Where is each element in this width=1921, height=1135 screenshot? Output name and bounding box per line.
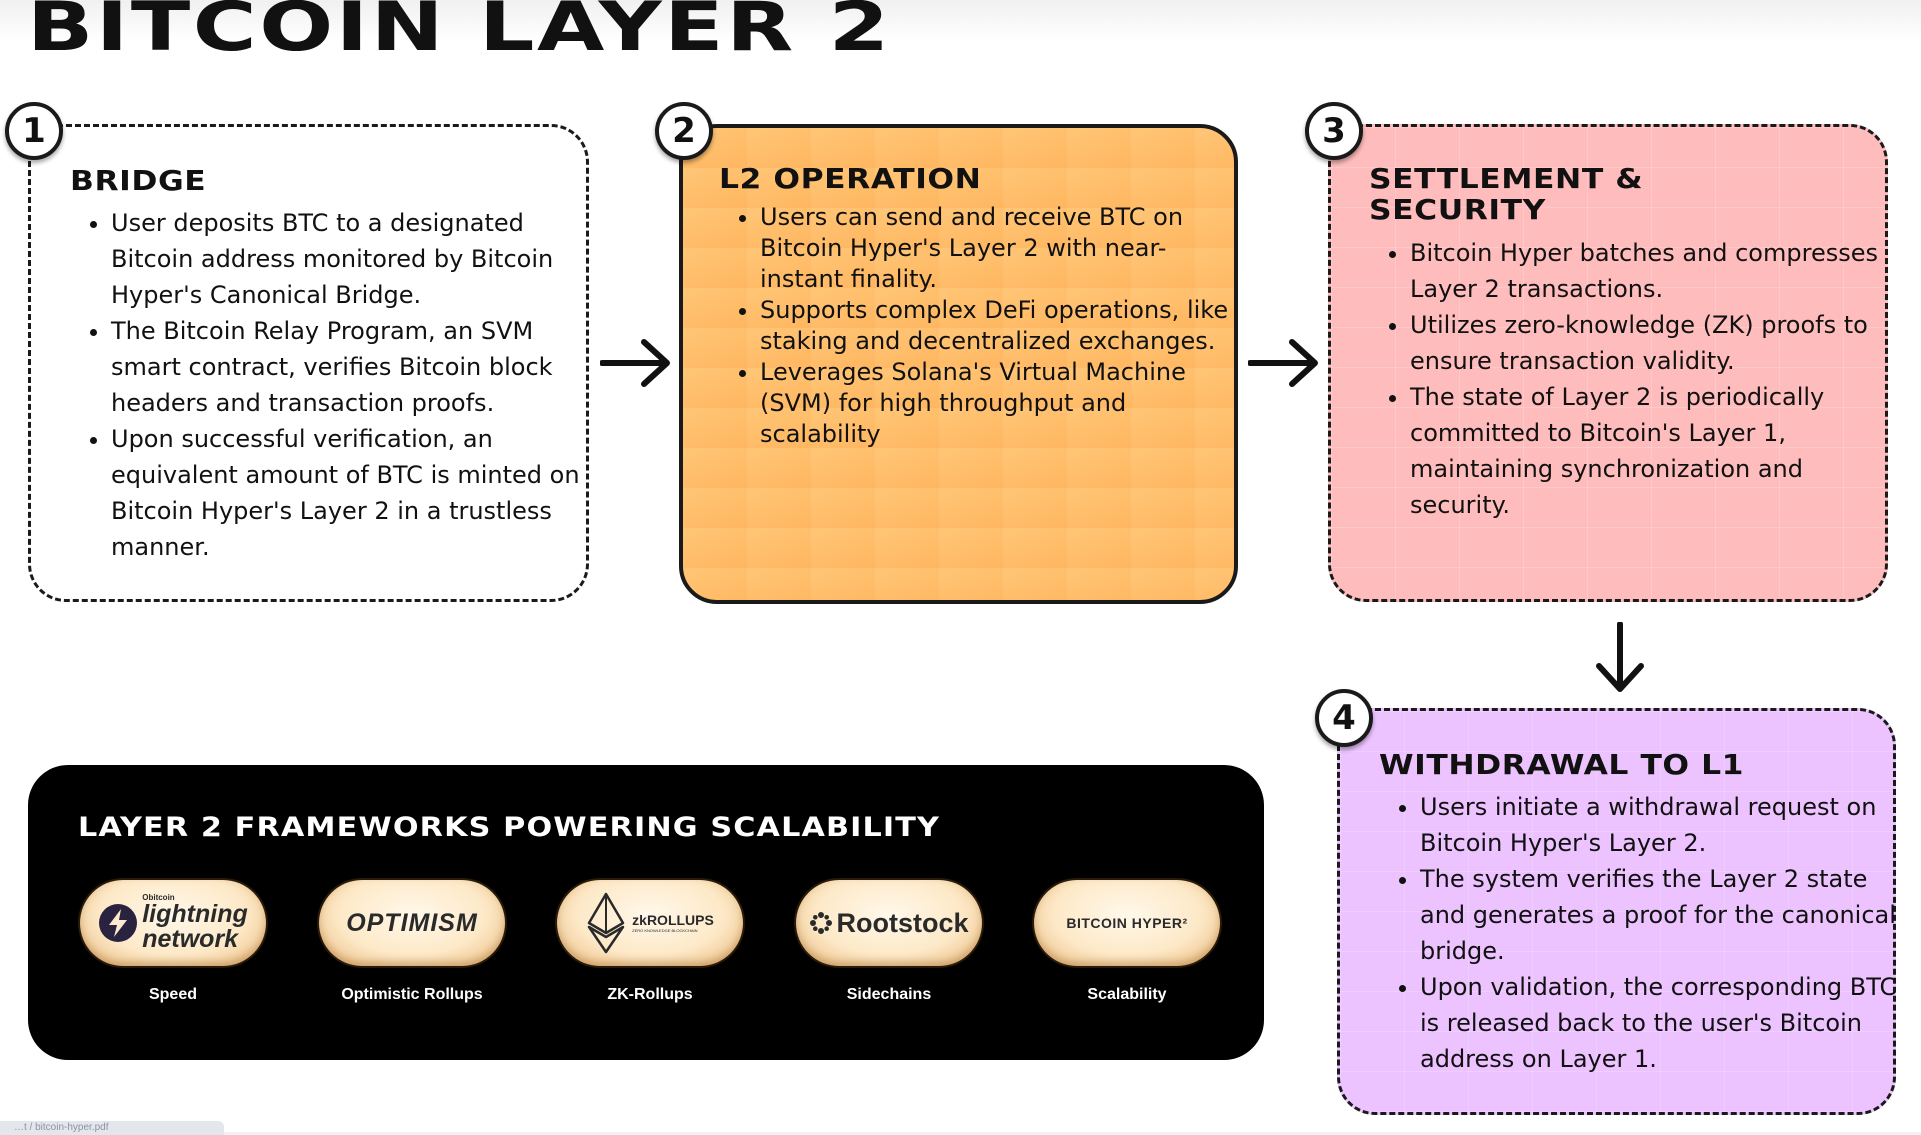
frameworks-title: LAYER 2 FRAMEWORKS POWERING SCALABILITY bbox=[78, 812, 941, 843]
arrow-right-icon bbox=[600, 339, 670, 387]
zkrollups-logo: zkROLLUPS ZERO KNOWLEDGE BLOCKCHAIN bbox=[557, 880, 743, 966]
step-bullet-list: Users initiate a withdrawal request on B… bbox=[1380, 789, 1900, 1077]
step-bullet: Supports complex DeFi operations, like s… bbox=[760, 295, 1240, 357]
step-bullet-list: User deposits BTC to a designated Bitcoi… bbox=[71, 205, 581, 565]
rootstock-icon bbox=[810, 912, 833, 934]
bitcoin-hyper-logo: BITCOIN HYPER² bbox=[1034, 880, 1220, 966]
lightning-network-logo: Obitcoin lightning network bbox=[80, 880, 266, 966]
logo-subtext: ZERO KNOWLEDGE BLOCKCHAIN bbox=[632, 927, 698, 933]
logo-text: zkROLLUPS bbox=[632, 912, 714, 929]
lightning-bolt-icon bbox=[99, 904, 138, 942]
optimism-logo: OPTIMISM bbox=[319, 880, 505, 966]
step-bullet: Users can send and receive BTC on Bitcoi… bbox=[760, 202, 1240, 295]
step-number-badge: 1 bbox=[5, 102, 63, 160]
step-card-l2-operation: L2 OPERATION Users can send and receive … bbox=[679, 124, 1238, 604]
framework-label: Scalability bbox=[1087, 986, 1167, 1003]
step-title: SETTLEMENT & SECURITY bbox=[1369, 162, 1644, 226]
step-title: WITHDRAWAL TO L1 bbox=[1379, 748, 1745, 781]
framework-label: ZK-Rollups bbox=[607, 986, 693, 1003]
framework-item-bitcoin-hyper: BITCOIN HYPER² Scalability bbox=[1032, 880, 1222, 1004]
step-title: BRIDGE bbox=[70, 164, 207, 197]
framework-item-rootstock: Rootstock Sidechains bbox=[794, 880, 984, 1004]
step-number-badge: 3 bbox=[1305, 102, 1363, 160]
ethereum-diamond-icon bbox=[587, 892, 625, 954]
step-bullet: Bitcoin Hyper batches and compresses Lay… bbox=[1410, 235, 1890, 307]
file-tab[interactable]: …t / bitcoin-hyper.pdf bbox=[0, 1121, 224, 1135]
arrow-down-icon bbox=[1596, 622, 1644, 692]
rootstock-logo: Rootstock bbox=[796, 880, 982, 966]
step-title: L2 OPERATION bbox=[719, 162, 982, 195]
logo-text: OPTIMISM bbox=[346, 908, 478, 937]
step-card-settlement-security: SETTLEMENT & SECURITY Bitcoin Hyper batc… bbox=[1328, 124, 1888, 602]
arrow-right-icon bbox=[1248, 339, 1318, 387]
page-title: BITCOIN LAYER 2 bbox=[27, 0, 892, 67]
framework-item-zkrollups: zkROLLUPS ZERO KNOWLEDGE BLOCKCHAIN ZK-R… bbox=[555, 880, 745, 1004]
framework-item-lightning: Obitcoin lightning network Speed bbox=[78, 880, 268, 1004]
step-bullet: Users initiate a withdrawal request on B… bbox=[1420, 789, 1900, 861]
step-bullet: User deposits BTC to a designated Bitcoi… bbox=[111, 205, 581, 313]
step-number-badge: 4 bbox=[1315, 689, 1373, 747]
step-bullet: The Bitcoin Relay Program, an SVM smart … bbox=[111, 313, 581, 421]
logo-text: BITCOIN HYPER² bbox=[1066, 915, 1188, 931]
step-bullet: The system verifies the Layer 2 state an… bbox=[1420, 861, 1900, 969]
logo-text: Rootstock bbox=[836, 907, 969, 938]
step-bullet: The state of Layer 2 is periodically com… bbox=[1410, 379, 1890, 523]
logo-small-text: Obitcoin bbox=[142, 893, 175, 902]
framework-label: Sidechains bbox=[846, 986, 932, 1003]
logo-text-line-2: network bbox=[142, 925, 239, 953]
framework-item-optimism: OPTIMISM Optimistic Rollups bbox=[317, 880, 507, 1004]
logo-text-line-1: lightning bbox=[142, 900, 248, 928]
frameworks-panel: LAYER 2 FRAMEWORKS POWERING SCALABILITY … bbox=[28, 765, 1264, 1060]
step-card-bridge: BRIDGE User deposits BTC to a designated… bbox=[28, 124, 589, 602]
step-bullet-list: Bitcoin Hyper batches and compresses Lay… bbox=[1370, 235, 1890, 523]
step-bullet: Utilizes zero-knowledge (ZK) proofs to e… bbox=[1410, 307, 1890, 379]
step-card-withdrawal: WITHDRAWAL TO L1 Users initiate a withdr… bbox=[1337, 708, 1896, 1115]
step-bullet-list: Users can send and receive BTC on Bitcoi… bbox=[720, 202, 1240, 450]
step-bullet: Leverages Solana's Virtual Machine (SVM)… bbox=[760, 357, 1240, 450]
step-bullet: Upon validation, the corresponding BTC i… bbox=[1420, 969, 1900, 1077]
step-number-badge: 2 bbox=[655, 102, 713, 160]
framework-label: Optimistic Rollups bbox=[341, 986, 483, 1003]
framework-label: Speed bbox=[148, 986, 197, 1003]
step-bullet: Upon successful verification, an equival… bbox=[111, 421, 581, 565]
